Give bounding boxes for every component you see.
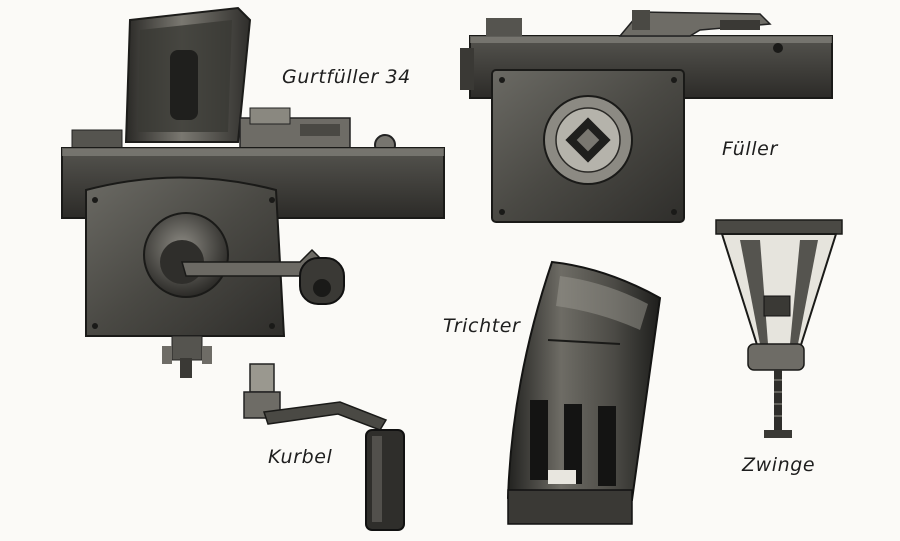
label-fueller: Füller: [722, 138, 778, 160]
label-kurbel: Kurbel: [268, 446, 333, 468]
zwinge-illustration: [715, 219, 843, 438]
kurbel-illustration: [243, 363, 405, 531]
label-gurtfueller-34: Gurtfüller 34: [282, 66, 411, 88]
fueller-illustration: [460, 10, 833, 223]
label-zwinge: Zwinge: [742, 454, 816, 476]
label-trichter: Trichter: [443, 315, 521, 337]
gurtfueller-illustration: [61, 6, 445, 378]
trichter-illustration: [506, 260, 662, 525]
